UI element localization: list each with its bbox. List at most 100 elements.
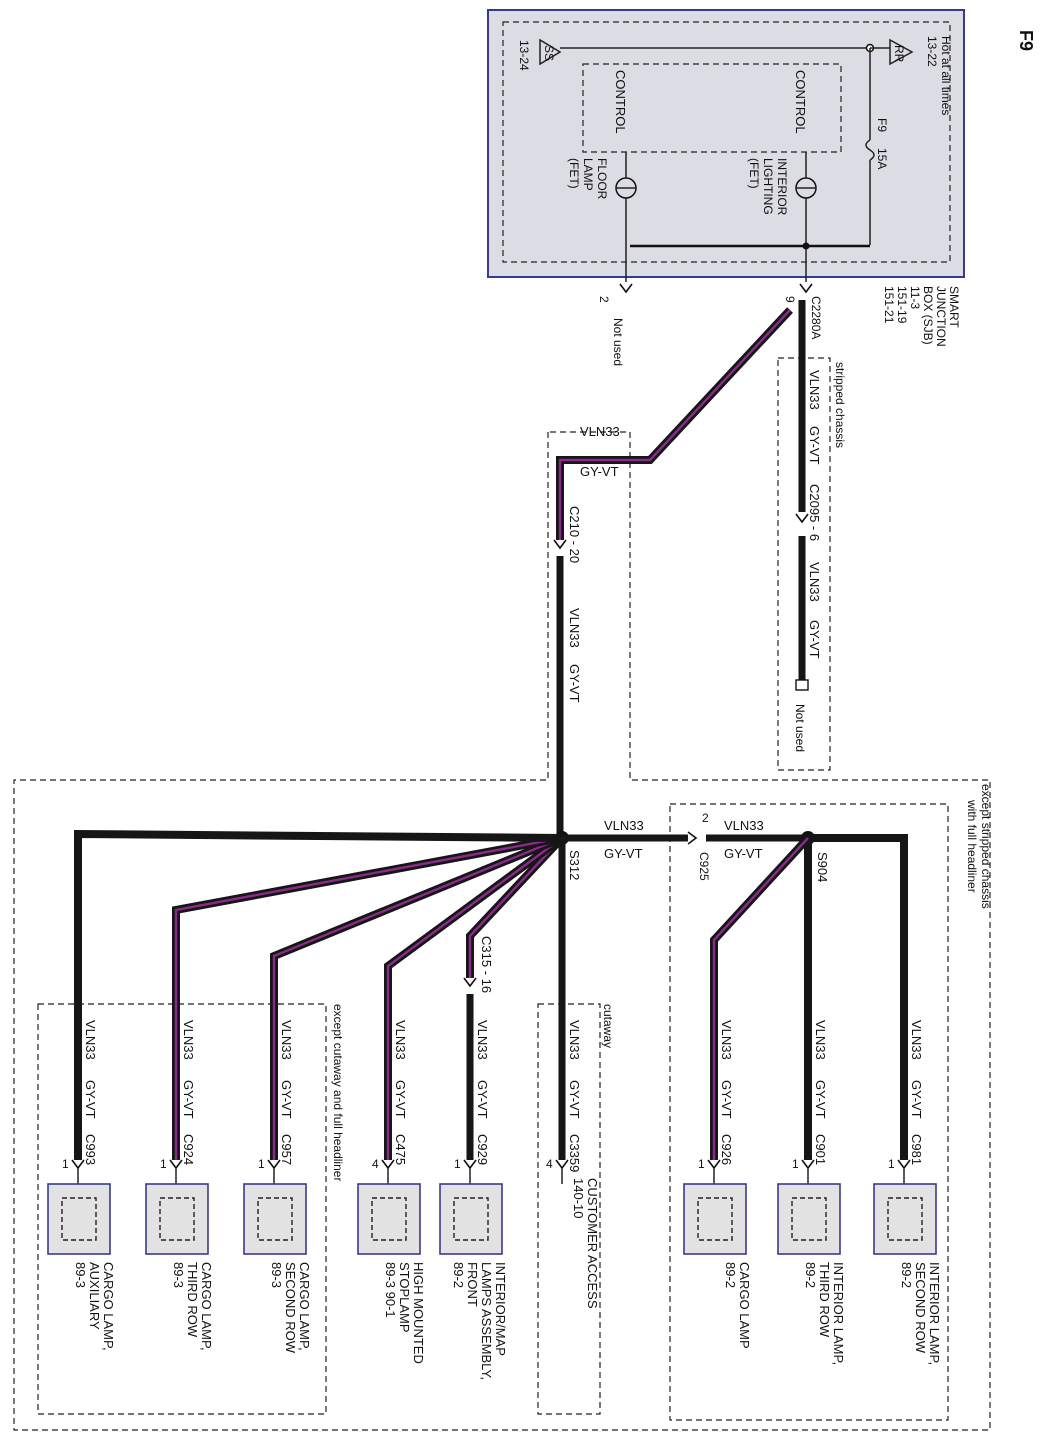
wire-headliner-feed bbox=[562, 831, 815, 845]
hot-label: Hot at all times bbox=[939, 36, 953, 115]
lamp-icon bbox=[453, 1197, 489, 1241]
connector-label: C929 bbox=[475, 1134, 490, 1165]
sjb-name: SMART JUNCTION BOX (SJB) 11-3 151-19 151… bbox=[882, 286, 961, 347]
wire-color-label: GY-VT bbox=[83, 1080, 98, 1119]
connector-arrow-icon bbox=[381, 1159, 395, 1170]
load-label-line: LAMPS ASSEMBLY, bbox=[479, 1262, 494, 1380]
wire-circuit-label: VLN33 bbox=[813, 1020, 828, 1060]
svg-text:11-3: 11-3 bbox=[908, 286, 922, 309]
pin-number: 1 bbox=[888, 1157, 895, 1171]
lamp-icon bbox=[697, 1197, 733, 1241]
svg-text:JUNCTION: JUNCTION bbox=[934, 286, 948, 347]
ss-label: SS bbox=[542, 45, 556, 61]
region-cutaway-label: cutaway bbox=[601, 1004, 615, 1048]
wire-circuit-trunk-2: VLN33 bbox=[567, 608, 582, 648]
wire-circuit-label: VLN33 bbox=[475, 1020, 490, 1060]
page-id: F9 bbox=[1016, 30, 1036, 51]
load-label-line: INTERIOR LAMP, bbox=[831, 1262, 846, 1365]
lamp-box bbox=[873, 1183, 937, 1255]
fuse-rating: 15A bbox=[875, 148, 889, 169]
svg-text:151-21: 151-21 bbox=[882, 286, 896, 324]
c2095-arrow-icon bbox=[795, 513, 809, 524]
connector-label: C993 bbox=[83, 1134, 98, 1165]
stripped-chassis-label: stripped chassis bbox=[833, 362, 847, 448]
load-label-line: CARGO LAMP, bbox=[101, 1262, 116, 1351]
load-label-line: SECOND ROW bbox=[913, 1262, 928, 1354]
lamp-icon bbox=[159, 1197, 195, 1241]
pin-number: 4 bbox=[372, 1157, 379, 1171]
connector-label: C475 bbox=[393, 1134, 408, 1165]
lamp-box bbox=[439, 1183, 503, 1255]
wire-color-stripped-2: GY-VT bbox=[807, 620, 822, 659]
load-label-line: 89-3 90-1 bbox=[383, 1262, 398, 1318]
cutaway-region bbox=[537, 1003, 601, 1415]
c2280a-pin9: 9 bbox=[783, 296, 797, 303]
load-label-line: 89-3 bbox=[171, 1262, 186, 1288]
lamp-icon bbox=[371, 1197, 407, 1241]
connector-arrow-icon bbox=[169, 1159, 183, 1170]
wire-color-label: GY-VT bbox=[719, 1080, 734, 1119]
fet-interior-line3: (FET) bbox=[747, 158, 761, 189]
wires-main-branches bbox=[74, 829, 566, 1160]
wire-circuit-label: VLN33 bbox=[567, 1020, 582, 1060]
load-label-line: HIGH MOUNTED bbox=[411, 1262, 426, 1364]
pin-number: 4 bbox=[546, 1157, 553, 1171]
fet-floor-line1: FLOOR bbox=[595, 158, 609, 200]
c925-arrow-icon bbox=[687, 831, 698, 845]
wire-circuit-label: VLN33 bbox=[719, 1020, 734, 1060]
connector-arrow-icon bbox=[897, 1159, 911, 1170]
connector-label: C924 bbox=[181, 1134, 196, 1165]
wire-circuit-label: VLN33 bbox=[181, 1020, 196, 1060]
pin-number: 1 bbox=[454, 1157, 461, 1171]
load-label-line: 89-2 bbox=[899, 1262, 914, 1288]
pin-number: 1 bbox=[258, 1157, 265, 1171]
wire-circuit-label: VLN33 bbox=[909, 1020, 924, 1060]
wire-color-label: GY-VT bbox=[567, 1080, 582, 1119]
wire-color-trunk-2: GY-VT bbox=[567, 664, 582, 703]
control-floor: CONTROL bbox=[613, 70, 628, 134]
control-interior: CONTROL bbox=[793, 70, 808, 134]
load-label-line: 89-3 bbox=[269, 1262, 284, 1288]
wire-circuit-stripped-2: VLN33 bbox=[807, 562, 822, 602]
rr-label: RR bbox=[892, 45, 906, 63]
wire-circuit-label: VLN33 bbox=[393, 1020, 408, 1060]
c210-arrow-icon bbox=[553, 539, 567, 550]
c925-label: C925 bbox=[697, 852, 711, 881]
ss-triangle-icon bbox=[539, 38, 562, 66]
wire-circuit-label: VLN33 bbox=[83, 1020, 98, 1060]
c2280a-pin2: 2 bbox=[597, 296, 611, 303]
wire-color-label: GY-VT bbox=[475, 1080, 490, 1119]
load-label-line: CARGO LAMP bbox=[737, 1262, 752, 1349]
load-label-line: CUSTOMER ACCESS bbox=[585, 1178, 600, 1309]
load-label-line: THIRD ROW bbox=[817, 1262, 832, 1338]
load-label-line: CARGO LAMP, bbox=[297, 1262, 312, 1351]
splice-s904-label: S904 bbox=[815, 852, 830, 882]
lamp-icon bbox=[61, 1197, 97, 1241]
wire-circuit-stripped-1: VLN33 bbox=[807, 370, 822, 410]
fuse-id: F9 bbox=[875, 118, 889, 132]
lamp-box bbox=[243, 1183, 307, 1255]
c925-pin: 2 bbox=[702, 811, 709, 825]
c315-label: C315 - 16 bbox=[479, 936, 494, 993]
wire-color-c925-2: GY-VT bbox=[724, 846, 763, 861]
c2280a-pin9-arrow-icon bbox=[799, 283, 813, 294]
ss-ref: 13-24 bbox=[517, 40, 531, 71]
c315-arrow-icon bbox=[463, 977, 477, 988]
c2280a-pin2-arrow-icon bbox=[619, 283, 633, 294]
wire-circuit-label: VLN33 bbox=[279, 1020, 294, 1060]
fet-floor-line3: (FET) bbox=[567, 158, 581, 189]
wire-circuit-c925-2: VLN33 bbox=[724, 818, 764, 833]
connector-label: C981 bbox=[909, 1134, 924, 1165]
connector-arrow-icon bbox=[267, 1159, 281, 1170]
connector-arrow-icon bbox=[707, 1159, 721, 1170]
rr-triangle-icon bbox=[889, 38, 914, 66]
svg-text:BOX (SJB): BOX (SJB) bbox=[921, 286, 935, 345]
lamp-icon bbox=[887, 1197, 923, 1241]
